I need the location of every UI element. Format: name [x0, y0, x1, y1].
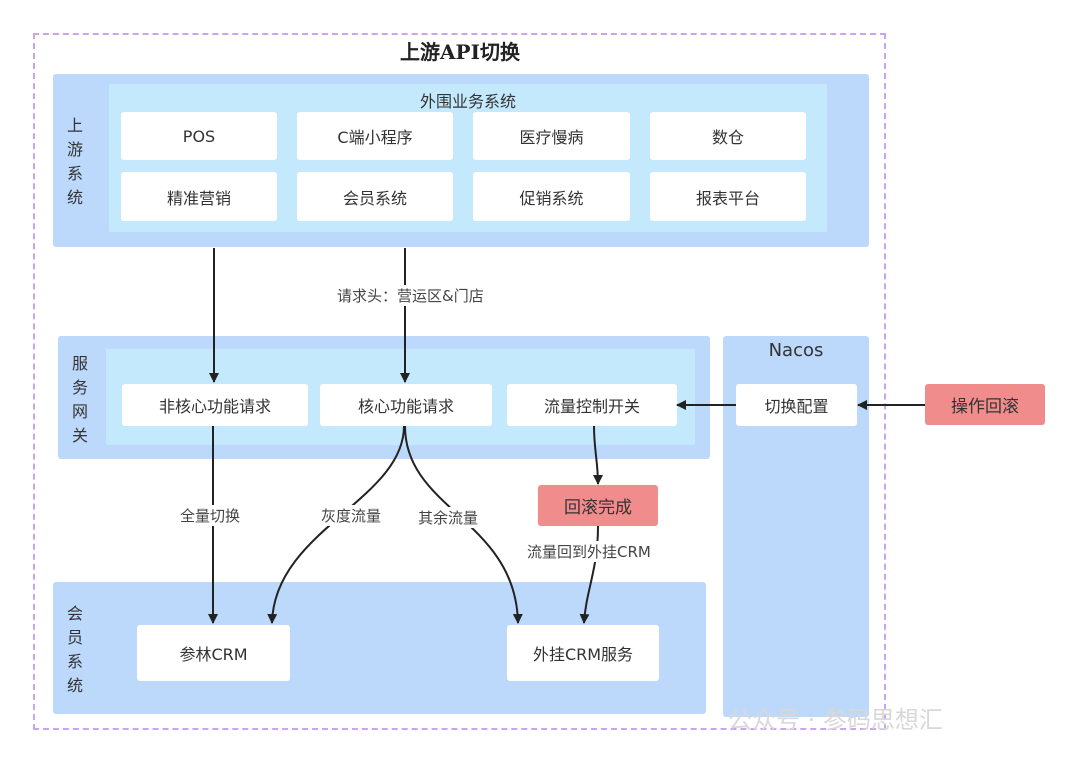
switch-config: 切换配置 — [736, 384, 857, 426]
arrow-rollback-done-to-plugin — [579, 525, 599, 624]
outer-boundary — [33, 33, 886, 730]
traffic-switch: 流量控制开关 — [507, 384, 677, 426]
label-request-header: 请求头：营运区&门店 — [337, 285, 484, 306]
label-gray-traffic: 灰度流量 — [321, 505, 382, 526]
watermark: 公众号 · 参码思想汇 — [728, 706, 943, 734]
system-chronic-care: 医疗慢病 — [473, 112, 630, 160]
non-core-request: 非核心功能请求 — [122, 384, 308, 426]
member-zone-label: 会员 系统 — [66, 604, 83, 695]
system-promotion: 促销系统 — [473, 172, 630, 221]
nacos-title: Nacos — [768, 340, 824, 361]
system-precision-marketing: 精准营销 — [121, 172, 277, 221]
system-mini-program: C端小程序 — [297, 112, 453, 160]
rollback-operation: 操作回滚 — [925, 384, 1045, 425]
system-membership: 会员系统 — [297, 172, 453, 221]
upstream-zone-label: 上游 系统 — [66, 116, 83, 207]
label-full-switch: 全量切换 — [180, 505, 241, 526]
diagram-title: 上游API切换 — [400, 40, 520, 64]
system-pos: POS — [121, 112, 277, 160]
label-back-to-plugin: 流量回到外挂CRM — [527, 541, 651, 562]
canlin-crm: 参林CRM — [137, 625, 290, 681]
plugin-crm-service: 外挂CRM服务 — [507, 625, 659, 681]
gateway-zone-label: 服务 网关 — [71, 354, 88, 445]
label-other-traffic: 其余流量 — [418, 507, 479, 528]
core-request: 核心功能请求 — [320, 384, 492, 426]
peripheral-systems-title: 外围业务系统 — [419, 92, 516, 111]
system-reporting: 报表平台 — [650, 172, 806, 221]
arrow-switch-to-rollback-done — [592, 425, 603, 485]
system-data-warehouse: 数仓 — [650, 112, 806, 160]
rollback-complete: 回滚完成 — [538, 485, 658, 526]
